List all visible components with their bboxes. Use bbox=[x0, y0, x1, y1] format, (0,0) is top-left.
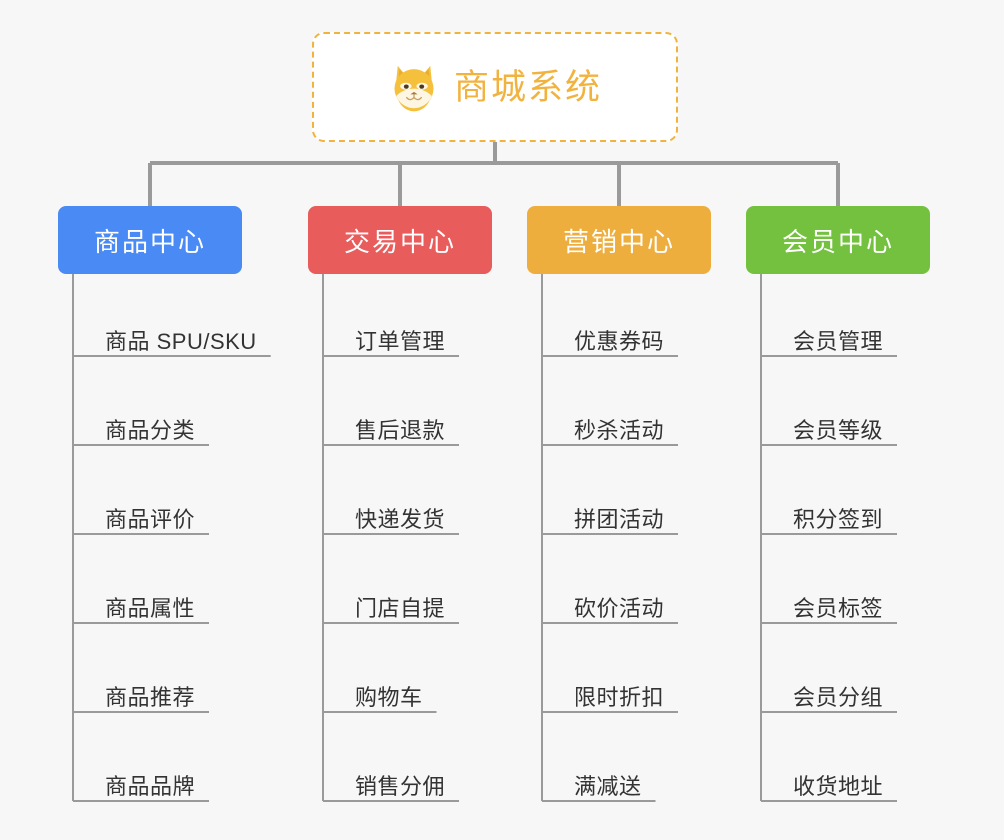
leaf-item[interactable]: 商品 SPU/SKU bbox=[73, 322, 257, 356]
branch-header-3[interactable]: 营销中心 bbox=[527, 206, 711, 274]
leaf-item-label: 限时折扣 bbox=[574, 684, 665, 710]
leaf-item[interactable]: 秒杀活动 bbox=[542, 411, 664, 445]
leaf-item[interactable]: 购物车 bbox=[323, 678, 423, 712]
leaf-item-label: 商品分类 bbox=[105, 417, 196, 443]
branch-header-label: 商品中心 bbox=[93, 226, 206, 257]
leaf-item-label: 商品品牌 bbox=[105, 773, 196, 799]
leaf-item-label: 商品属性 bbox=[105, 595, 196, 621]
leaf-item[interactable]: 商品推荐 bbox=[73, 678, 195, 712]
leaf-item-label: 售后退款 bbox=[355, 417, 446, 443]
leaf-item-label: 满减送 bbox=[574, 773, 642, 799]
leaf-item-label: 收货地址 bbox=[793, 773, 884, 799]
leaf-item[interactable]: 售后退款 bbox=[323, 411, 445, 445]
shiba-dog-icon bbox=[394, 65, 434, 112]
leaf-item-label: 拼团活动 bbox=[574, 506, 665, 532]
leaf-item[interactable]: 会员管理 bbox=[761, 322, 883, 356]
leaf-item-label: 购物车 bbox=[355, 684, 423, 710]
leaf-item-label: 订单管理 bbox=[355, 328, 446, 354]
leaf-item[interactable]: 积分签到 bbox=[761, 500, 883, 534]
leaf-item-label: 会员分组 bbox=[793, 684, 884, 710]
leaf-item[interactable]: 限时折扣 bbox=[542, 678, 664, 712]
leaf-item[interactable]: 拼团活动 bbox=[542, 500, 664, 534]
leaf-item-label: 砍价活动 bbox=[574, 595, 665, 621]
branch-header-4[interactable]: 会员中心 bbox=[746, 206, 930, 274]
branch-header-label: 营销中心 bbox=[562, 226, 675, 257]
branch-header-label: 会员中心 bbox=[781, 226, 894, 257]
leaf-item[interactable]: 快递发货 bbox=[323, 500, 445, 534]
leaf-item-label: 会员等级 bbox=[793, 417, 884, 443]
leaf-item-label: 门店自提 bbox=[355, 595, 446, 621]
leaf-item-label: 商品评价 bbox=[105, 506, 196, 532]
leaf-item-label: 会员标签 bbox=[793, 595, 884, 621]
leaf-item[interactable]: 收货地址 bbox=[761, 767, 883, 801]
leaf-item-label: 积分签到 bbox=[793, 506, 884, 532]
leaf-item-label: 商品推荐 bbox=[105, 684, 196, 710]
leaf-item[interactable]: 商品品牌 bbox=[73, 767, 195, 801]
leaf-item[interactable]: 会员等级 bbox=[761, 411, 883, 445]
leaf-item[interactable]: 商品评价 bbox=[73, 500, 195, 534]
leaf-item[interactable]: 商品属性 bbox=[73, 589, 195, 623]
branch-header-1[interactable]: 商品中心 bbox=[58, 206, 242, 274]
leaf-item[interactable]: 门店自提 bbox=[323, 589, 445, 623]
root-title: 商城系统 bbox=[453, 67, 602, 107]
leaf-item[interactable]: 销售分佣 bbox=[323, 767, 445, 801]
leaf-item[interactable]: 砍价活动 bbox=[542, 589, 664, 623]
leaf-item[interactable]: 会员标签 bbox=[761, 589, 883, 623]
branch-header-2[interactable]: 交易中心 bbox=[308, 206, 492, 274]
leaf-item-label: 秒杀活动 bbox=[574, 417, 665, 443]
leaf-item[interactable]: 订单管理 bbox=[323, 322, 445, 356]
leaf-item-label: 会员管理 bbox=[793, 328, 884, 354]
leaf-item-label: 销售分佣 bbox=[355, 773, 446, 799]
leaf-item[interactable]: 商品分类 bbox=[73, 411, 195, 445]
leaf-item-label: 商品 SPU/SKU bbox=[105, 328, 257, 354]
root-node[interactable]: 商城系统 bbox=[312, 32, 678, 142]
leaf-item[interactable]: 优惠券码 bbox=[542, 322, 664, 356]
leaf-item-label: 快递发货 bbox=[355, 506, 446, 532]
leaf-item[interactable]: 满减送 bbox=[542, 767, 642, 801]
leaf-item-label: 优惠券码 bbox=[574, 328, 665, 354]
branch-header-label: 交易中心 bbox=[343, 226, 456, 257]
leaf-item[interactable]: 会员分组 bbox=[761, 678, 883, 712]
